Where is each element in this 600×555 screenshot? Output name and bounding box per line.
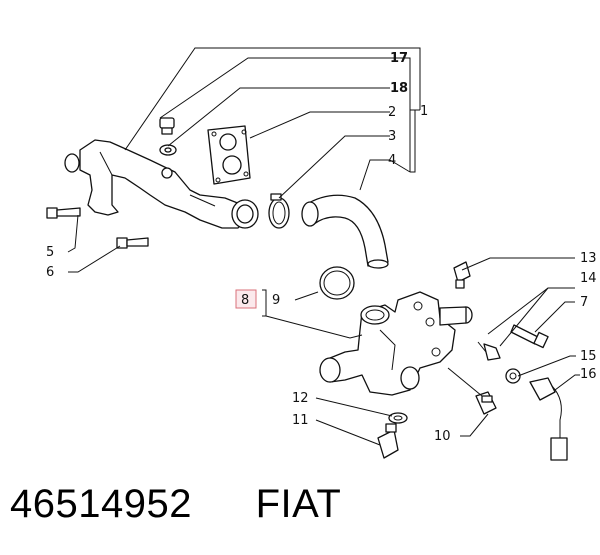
callout-labels: 1 2 3 4 5 6 7 8 9 10 11 12 13 14 15 16 1… <box>46 51 597 444</box>
leader-lines <box>67 47 580 446</box>
sensor-10-part <box>475 391 497 415</box>
callout-8-highlight <box>235 289 257 309</box>
footer-caption: 46514952 FIAT <box>10 482 341 527</box>
callout-12: 12 <box>292 391 309 406</box>
callout-3: 3 <box>388 129 396 144</box>
washer-16-part <box>505 368 521 384</box>
bolt-7-part <box>510 324 549 349</box>
callout-15: 15 <box>580 349 597 364</box>
part-number: 46514952 <box>10 482 192 526</box>
callout-4: 4 <box>388 153 396 168</box>
sensor-11-part <box>377 423 399 459</box>
coolant-pipe-part <box>64 139 259 229</box>
clamp-3-part <box>268 193 290 229</box>
callout-5: 5 <box>46 245 54 260</box>
callout-14: 14 <box>580 271 597 286</box>
plug-17-part <box>159 117 175 135</box>
bolt-5-part <box>46 207 81 219</box>
sensor-14-part <box>477 341 501 361</box>
thermostat-housing-8-part <box>319 291 473 396</box>
callout-2: 2 <box>388 105 396 120</box>
sensor-15-part <box>529 377 568 461</box>
callout-6: 6 <box>46 265 54 280</box>
callout-9: 9 <box>272 293 280 308</box>
callout-11: 11 <box>292 413 309 428</box>
callout-16: 16 <box>580 367 597 382</box>
hose-4-part <box>301 194 389 269</box>
callout-17: 17 <box>390 51 408 66</box>
washer-18-part <box>159 144 177 156</box>
callout-1: 1 <box>420 104 428 119</box>
callout-7: 7 <box>580 295 588 310</box>
callout-13: 13 <box>580 251 597 266</box>
brand-name: FIAT <box>255 482 342 526</box>
callout-8: 8 <box>241 293 249 308</box>
bolt-6-part <box>116 237 149 249</box>
o-ring-9-part <box>319 266 355 300</box>
callout-10: 10 <box>434 429 451 444</box>
sensor-13-part <box>453 261 471 289</box>
callout-18: 18 <box>390 81 408 96</box>
gasket-2-part <box>207 125 251 185</box>
washer-12-part <box>388 412 408 424</box>
